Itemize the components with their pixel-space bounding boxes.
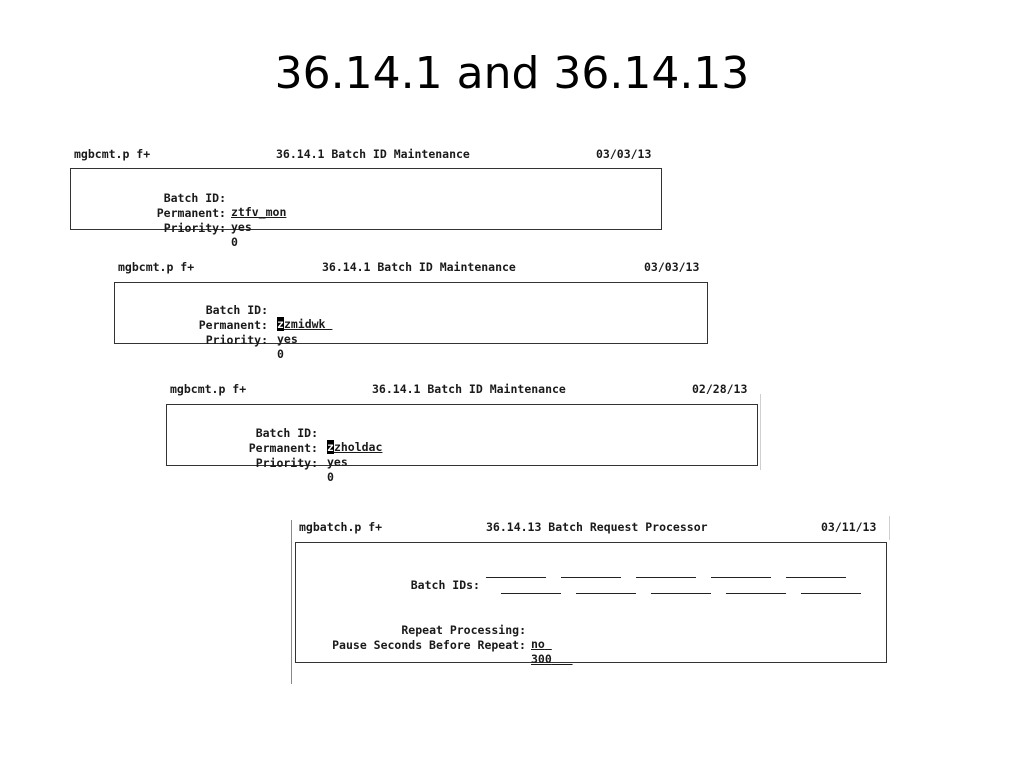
batch-ids-label: Batch IDs: xyxy=(410,578,480,592)
form-frame xyxy=(295,542,887,663)
batch-id-field[interactable]: ztfv_mon xyxy=(231,205,287,219)
batch-ids-row: Batch IDs: xyxy=(291,564,891,592)
screen-header: mgbcmt.p f+ 36.14.1 Batch ID Maintenance… xyxy=(112,260,710,274)
batch-id-input-6[interactable] xyxy=(501,592,561,594)
repeat-processing-field[interactable]: no xyxy=(531,637,552,651)
batch-id-maintenance-screen-3: mgbcmt.p f+ 36.14.1 Batch ID Maintenance… xyxy=(162,378,762,484)
screen-header: mgbatch.p f+ 36.14.13 Batch Request Proc… xyxy=(291,520,891,534)
screen-date: 03/11/13 xyxy=(821,520,877,534)
permanent-field[interactable]: yes xyxy=(277,332,298,346)
permanent-row: Permanent: yes xyxy=(70,192,664,234)
batch-id-input-2[interactable] xyxy=(561,576,621,578)
batch-id-field[interactable]: zzholdac xyxy=(327,440,382,454)
batch-id-label: Batch ID: xyxy=(255,426,318,440)
program-name: mgbcmt.p f+ xyxy=(170,382,247,396)
screen-title: 36.14.1 Batch ID Maintenance xyxy=(276,147,470,161)
form-frame xyxy=(114,282,708,344)
screen-header: mgbcmt.p f+ 36.14.1 Batch ID Maintenance… xyxy=(70,147,664,161)
window-edge-right xyxy=(889,516,890,540)
permanent-field[interactable]: yes xyxy=(327,455,348,469)
priority-label: Priority: xyxy=(255,456,318,470)
batch-id-field[interactable]: zzmidwk xyxy=(277,317,332,331)
repeat-processing-row: Repeat Processing: no xyxy=(291,609,891,651)
permanent-row: Permanent: yes xyxy=(162,427,762,469)
slide-title: 36.14.1 and 36.14.13 xyxy=(274,48,750,99)
permanent-field[interactable]: yes xyxy=(231,220,252,234)
program-name: mgbcmt.p f+ xyxy=(74,147,151,161)
priority-field[interactable]: 0 xyxy=(327,470,334,484)
program-name: mgbcmt.p f+ xyxy=(118,260,195,274)
priority-field[interactable]: 0 xyxy=(231,235,238,249)
text-cursor: z xyxy=(327,440,334,454)
batch-id-input-7[interactable] xyxy=(576,592,636,594)
batch-id-label: Batch ID: xyxy=(205,303,268,317)
screen-title: 36.14.1 Batch ID Maintenance xyxy=(322,260,516,274)
batch-id-maintenance-screen-2: mgbcmt.p f+ 36.14.1 Batch ID Maintenance… xyxy=(112,258,710,361)
screen-title: 36.14.13 Batch Request Processor xyxy=(486,520,708,534)
batch-id-maintenance-screen-1: mgbcmt.p f+ 36.14.1 Batch ID Maintenance… xyxy=(70,146,664,249)
priority-row: Priority: 0 xyxy=(70,207,664,249)
screen-date: 03/03/13 xyxy=(596,147,652,161)
priority-row: Priority: 0 xyxy=(162,442,762,484)
pause-seconds-row: Pause Seconds Before Repeat: 300 xyxy=(291,624,891,666)
batch-id-input-9[interactable] xyxy=(726,592,786,594)
batch-id-input-10[interactable] xyxy=(801,592,861,594)
repeat-processing-value: no xyxy=(531,637,545,651)
batch-id-input-8[interactable] xyxy=(651,592,711,594)
pause-seconds-field[interactable]: 300 xyxy=(531,652,573,666)
batch-id-row: Batch ID: ztfv_mon xyxy=(70,177,664,219)
screen-title: 36.14.1 Batch ID Maintenance xyxy=(372,382,566,396)
pause-seconds-label: Pause Seconds Before Repeat: xyxy=(332,638,526,652)
batch-request-processor-screen: mgbatch.p f+ 36.14.13 Batch Request Proc… xyxy=(291,514,891,684)
batch-id-value: zholdac xyxy=(333,440,383,454)
permanent-label: Permanent: xyxy=(248,441,318,455)
batch-id-input-5[interactable] xyxy=(786,576,846,578)
batch-id-row: Batch ID: zzmidwk xyxy=(112,289,710,331)
pause-seconds-value: 300 xyxy=(531,652,552,666)
priority-row: Priority: 0 xyxy=(112,319,710,361)
form-frame xyxy=(70,168,662,230)
batch-id-row: Batch ID: zzholdac xyxy=(162,412,762,454)
form-frame xyxy=(166,404,758,466)
batch-id-input-4[interactable] xyxy=(711,576,771,578)
batch-id-input-1[interactable] xyxy=(486,576,546,578)
priority-field[interactable]: 0 xyxy=(277,347,284,361)
window-edge xyxy=(760,394,761,470)
program-name: mgbatch.p f+ xyxy=(299,520,383,534)
priority-label: Priority: xyxy=(163,221,226,235)
text-cursor: z xyxy=(277,317,284,331)
permanent-label: Permanent: xyxy=(156,206,226,220)
priority-label: Priority: xyxy=(205,333,268,347)
batch-id-input-3[interactable] xyxy=(636,576,696,578)
permanent-row: Permanent: yes xyxy=(112,304,710,346)
repeat-processing-label: Repeat Processing: xyxy=(401,623,526,637)
screen-date: 03/03/13 xyxy=(644,260,700,274)
window-edge-left xyxy=(291,520,292,684)
screen-header: mgbcmt.p f+ 36.14.1 Batch ID Maintenance… xyxy=(162,382,762,396)
batch-id-value: zmidwk xyxy=(283,317,326,331)
screen-date: 02/28/13 xyxy=(692,382,748,396)
permanent-label: Permanent: xyxy=(198,318,268,332)
batch-id-label: Batch ID: xyxy=(163,191,226,205)
